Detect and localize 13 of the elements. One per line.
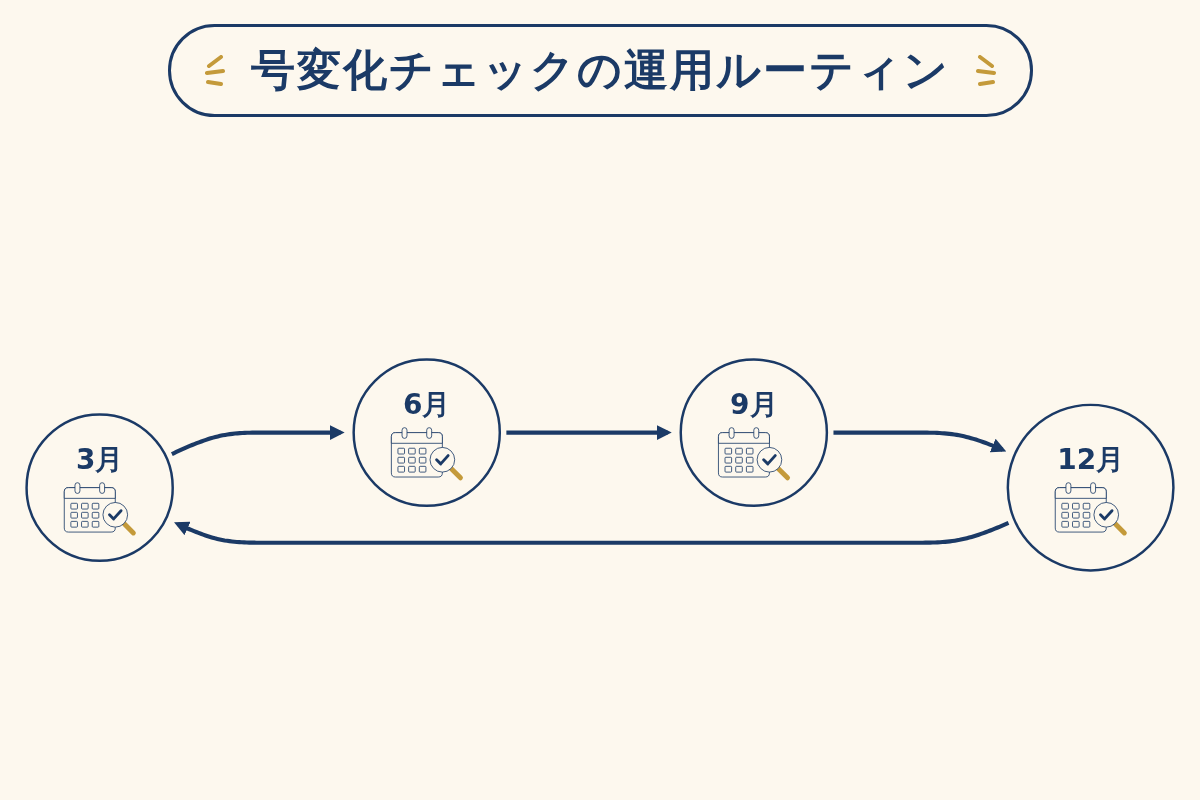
month-circle	[352, 358, 502, 507]
diagram-title: 号変化チェックの運用ルーティン	[250, 43, 950, 97]
arrow	[174, 521, 1010, 545]
arrow	[506, 425, 672, 440]
month-circle	[679, 358, 829, 507]
month-circle	[1006, 403, 1175, 572]
month-label: 6月	[403, 386, 451, 423]
month-circle	[25, 413, 174, 562]
month-label: 3月	[75, 441, 124, 478]
arrow	[171, 425, 345, 456]
arrow	[833, 430, 1007, 453]
month-label: 12月	[1057, 441, 1125, 478]
month-label: 9月	[730, 386, 778, 423]
